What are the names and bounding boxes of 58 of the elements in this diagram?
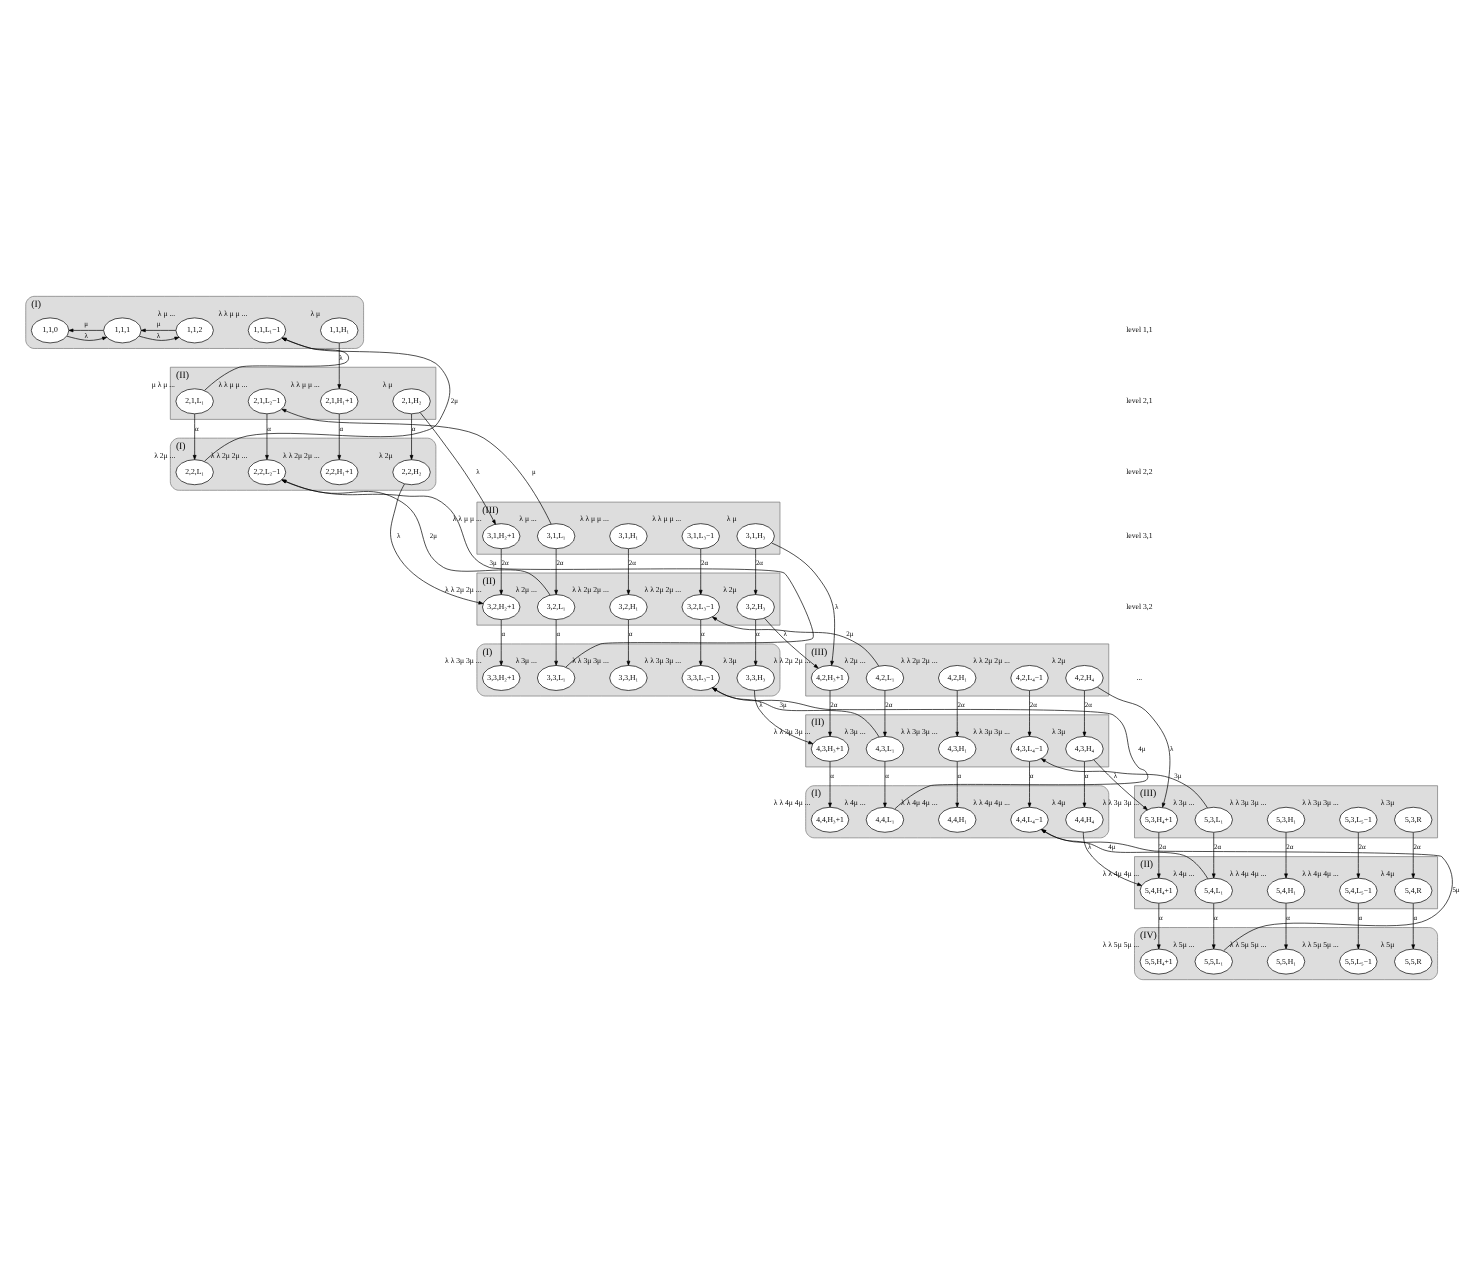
arrow xyxy=(281,407,552,524)
arrow xyxy=(1082,689,1087,736)
arrow xyxy=(281,478,551,595)
arrow xyxy=(1027,689,1032,736)
arrow xyxy=(698,547,703,594)
arrow xyxy=(955,760,960,807)
arrow xyxy=(281,478,814,667)
arrow xyxy=(554,547,558,594)
arrow xyxy=(626,618,631,665)
arrow xyxy=(828,760,832,807)
arrow xyxy=(140,327,177,332)
arrow xyxy=(698,618,703,665)
arrow xyxy=(138,334,180,340)
arrow xyxy=(1041,757,1208,808)
arrow xyxy=(499,618,504,665)
arrow xyxy=(1284,831,1288,878)
arrow xyxy=(68,327,104,332)
arrow xyxy=(753,618,758,665)
arrow xyxy=(626,547,631,594)
arrow xyxy=(712,686,880,737)
arrow xyxy=(883,689,887,736)
arrow xyxy=(1082,760,1087,807)
arrow xyxy=(204,336,451,461)
arrow xyxy=(1211,902,1216,949)
arrow xyxy=(499,547,504,594)
arrow xyxy=(764,616,819,668)
arrow xyxy=(419,411,496,524)
arrow xyxy=(1411,831,1416,878)
arrow xyxy=(754,689,814,744)
arrow xyxy=(192,412,197,459)
arrow xyxy=(554,618,558,665)
arrow xyxy=(1411,902,1416,949)
arrow xyxy=(337,412,342,459)
arrow xyxy=(1041,828,1209,878)
arrow xyxy=(1211,831,1216,878)
arrow xyxy=(337,341,342,388)
arrow xyxy=(955,689,960,736)
arrow xyxy=(1027,760,1032,807)
arrow xyxy=(1097,685,1171,807)
arrow xyxy=(409,412,414,459)
arrow xyxy=(712,686,1149,809)
arrow xyxy=(1093,758,1148,810)
arrow xyxy=(1157,831,1161,878)
arrow xyxy=(883,760,887,807)
arrow xyxy=(1356,902,1361,949)
arrow xyxy=(1082,831,1142,885)
arrow xyxy=(1284,902,1288,949)
arrow xyxy=(66,334,108,340)
arrow xyxy=(828,689,832,736)
arrow xyxy=(1041,828,1453,950)
arrow xyxy=(753,547,758,594)
arrow xyxy=(204,336,349,390)
arrow xyxy=(390,482,484,604)
arrow xyxy=(771,541,835,665)
arrow xyxy=(1356,831,1361,878)
arrow xyxy=(712,615,879,666)
arrow xyxy=(1157,902,1161,949)
arrow xyxy=(265,412,269,459)
